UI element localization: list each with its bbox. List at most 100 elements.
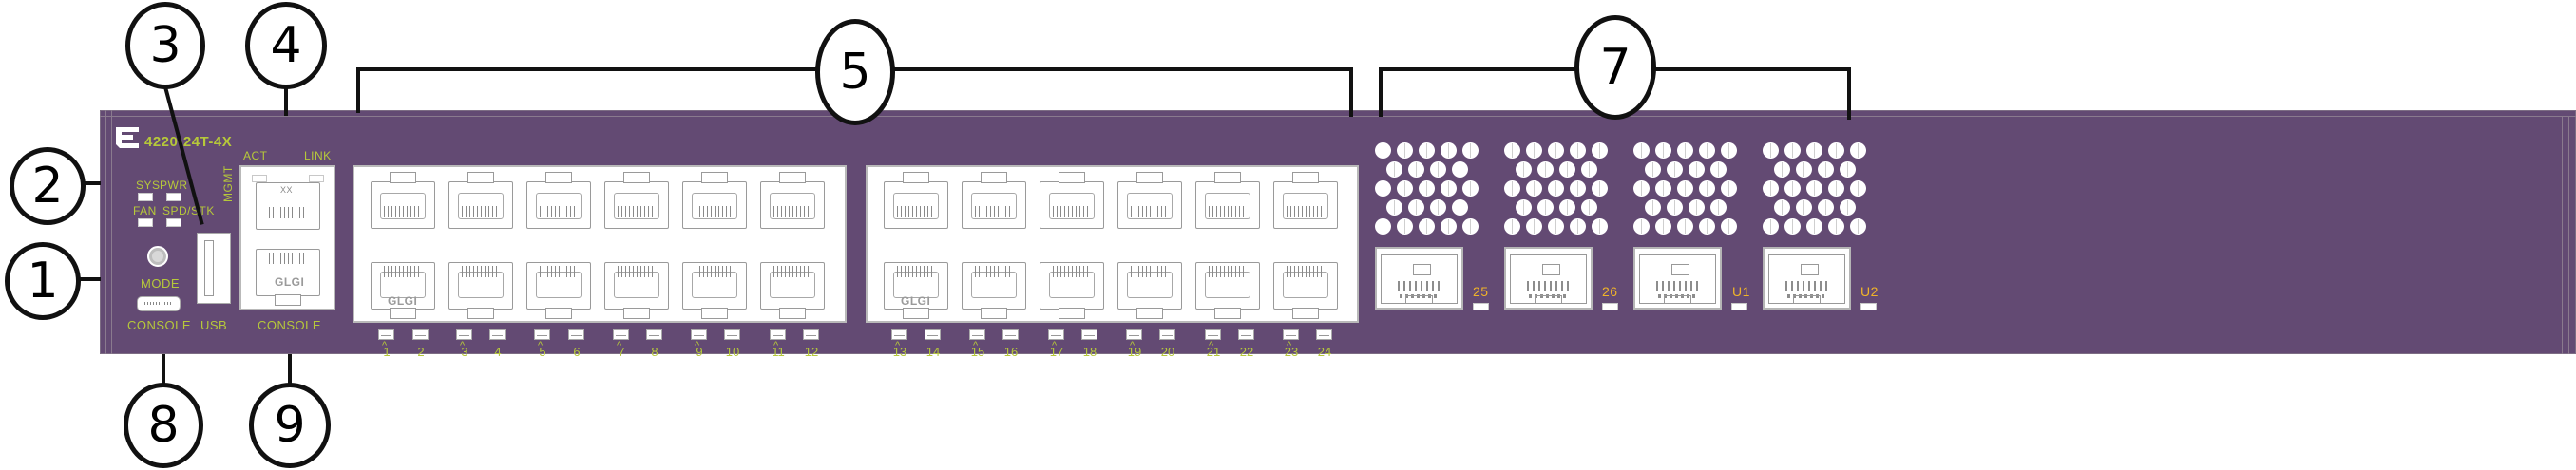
frame-line (111, 110, 112, 354)
rj45-console-port[interactable]: GLGI (252, 245, 324, 306)
mgmt-ethernet-port[interactable]: XX (252, 173, 324, 234)
port-1[interactable] (367, 172, 439, 233)
micro-usb-console-port[interactable] (137, 296, 181, 311)
port-number: 9 (696, 345, 703, 359)
vent-hole (1441, 142, 1457, 159)
vent-hole (1548, 218, 1564, 235)
port-number: 14 (925, 345, 941, 359)
vent-hole (1644, 161, 1661, 178)
console-label: CONSOLE (127, 318, 192, 332)
port-number: 20 (1160, 345, 1175, 359)
vent-hole (1721, 180, 1737, 197)
port-number: 6 (573, 345, 581, 359)
port-10[interactable] (678, 258, 751, 319)
block-marking: GLGI (388, 294, 418, 308)
vent-hole (1850, 218, 1866, 235)
port-24[interactable] (1269, 258, 1342, 319)
port-number: 22 (1239, 345, 1254, 359)
port-6[interactable] (523, 258, 595, 319)
port-19[interactable] (1114, 172, 1186, 233)
port-number: 24 (1317, 345, 1332, 359)
sfp-label-u1: U1 (1732, 284, 1750, 299)
port-22[interactable] (1192, 258, 1264, 319)
port-number: 15 (970, 345, 985, 359)
vent-hole (1558, 161, 1575, 178)
port-number: 17 (1049, 345, 1064, 359)
callout-2: 2 (10, 147, 86, 225)
port-3[interactable] (445, 172, 517, 233)
vent-hole (1784, 180, 1801, 197)
vent-hole (1817, 199, 1834, 216)
port-led-7 (613, 329, 629, 340)
port-13[interactable] (880, 172, 952, 233)
sfp-port-u2[interactable] (1763, 247, 1851, 310)
frame-line (2562, 116, 2563, 354)
vent-hole (1666, 161, 1683, 178)
fan-led (138, 218, 153, 227)
port-9[interactable] (678, 172, 751, 233)
vent-hole (1806, 142, 1822, 159)
vent-hole (1429, 161, 1446, 178)
port-16[interactable] (958, 258, 1030, 319)
port-4[interactable] (445, 258, 517, 319)
frame-line (2568, 116, 2569, 354)
sfp-port-25[interactable] (1375, 247, 1463, 310)
port-15[interactable] (958, 172, 1030, 233)
port-number: 3 (461, 345, 468, 359)
port-led-5 (534, 329, 550, 340)
port-led-19 (1126, 329, 1142, 340)
vent-hole (1839, 161, 1856, 178)
top-port-indicator: ^ (617, 340, 622, 351)
port-8[interactable] (601, 258, 673, 319)
port-11[interactable] (756, 172, 829, 233)
port-18[interactable] (1036, 258, 1108, 319)
vent-hole (1441, 218, 1457, 235)
vent-hole (1839, 199, 1856, 216)
port-21[interactable] (1192, 172, 1264, 233)
mode-button[interactable] (147, 246, 168, 267)
port-led-9 (691, 329, 707, 340)
port-20[interactable] (1114, 258, 1186, 319)
port-number: 18 (1082, 345, 1097, 359)
vent-hole (1721, 142, 1737, 159)
vent-hole (1850, 142, 1866, 159)
frame-line (105, 110, 106, 354)
sfp-port-u1[interactable] (1633, 247, 1722, 310)
vent-hole (1806, 180, 1822, 197)
sfp-port-26[interactable] (1504, 247, 1593, 310)
port-17[interactable] (1036, 172, 1108, 233)
port-2[interactable]: GLGI (367, 258, 439, 319)
mgmt-port-marking: XX (280, 185, 294, 195)
pwr-led (166, 193, 181, 201)
vent-hole (1666, 199, 1683, 216)
sys-led (138, 193, 153, 201)
port-led-24 (1316, 329, 1332, 340)
port-23[interactable] (1269, 172, 1342, 233)
vent-hole (1419, 218, 1435, 235)
port-5[interactable] (523, 172, 595, 233)
spd-stk-led-label: SPD/STK (162, 204, 215, 217)
port-number: 1 (383, 345, 391, 359)
callout-1-leader (80, 277, 101, 281)
callout-5-bracket-left (356, 67, 360, 113)
vent-hole (1677, 218, 1693, 235)
act-led (252, 175, 267, 182)
port-led-12 (803, 329, 819, 340)
vent-hole (1385, 199, 1402, 216)
top-port-indicator: ^ (973, 340, 979, 351)
port-12[interactable] (756, 258, 829, 319)
port-led-8 (646, 329, 662, 340)
port-14[interactable]: GLGI (880, 258, 952, 319)
model-name: 4220-24T-4X (144, 134, 233, 150)
vent-hole (1773, 199, 1790, 216)
port-number: 8 (651, 345, 658, 359)
port-7[interactable] (601, 172, 673, 233)
vent-hole (1548, 142, 1564, 159)
vent-hole (1699, 180, 1715, 197)
vent-hole (1526, 142, 1542, 159)
mgmt-label: MGMT (221, 165, 235, 202)
usb-port[interactable] (197, 233, 231, 304)
rj45-block-1: GLGI (353, 165, 847, 323)
vent-hole (1515, 161, 1532, 178)
vent-hole (1419, 180, 1435, 197)
